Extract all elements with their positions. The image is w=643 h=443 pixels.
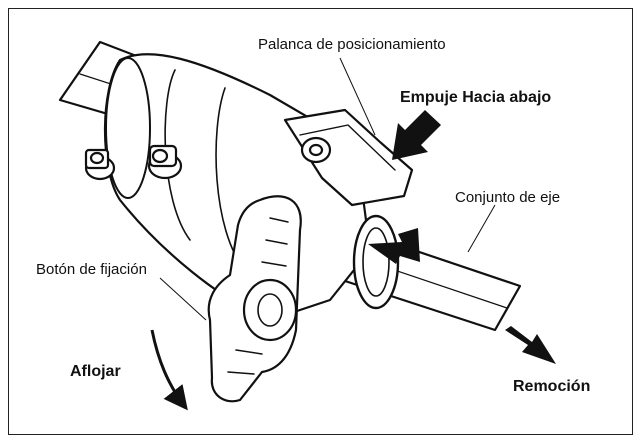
push-down-arrow [392,110,441,160]
shaft-assembly-label: Conjunto de eje [455,189,561,206]
push-down-label: Empuje Hacia abajo [400,89,552,106]
loosen-arrow [150,329,188,411]
bolt-lever [300,136,332,164]
bolt-middle [147,144,183,180]
removal-arrow [505,326,556,364]
shaft-leader [467,204,496,253]
loosen-label: Aflojar [70,363,121,380]
insert-arrow [368,228,420,264]
positioning-lever [283,108,414,207]
positioning-lever-label: Palanca de posicionamiento [258,36,446,53]
button-leader [159,277,207,321]
lever-leader [339,57,376,136]
removal-label: Remoción [513,378,591,395]
locking-button-label: Botón de fijación [36,261,147,278]
bolt-left [84,148,116,181]
